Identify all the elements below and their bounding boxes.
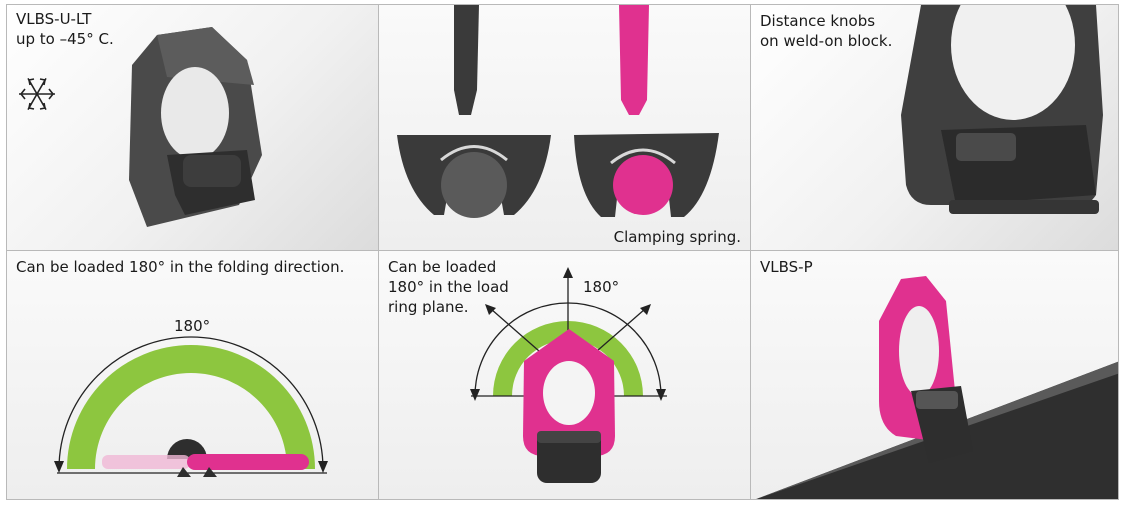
panel-caption: VLBS-P: [760, 258, 813, 276]
distance-knobs-product-image: [901, 5, 1103, 214]
load-ring-plane-diagram: [470, 267, 667, 483]
panel-load-ring-plane: Can be loaded 180° in the load ring plan…: [379, 251, 751, 499]
panel-caption: Clamping spring.: [613, 228, 741, 246]
panel-folding-direction: Can be loaded 180° in the folding direct…: [7, 251, 379, 499]
panel-vlbs-u-lt: VLBS-U-LT up to –45° C.: [7, 5, 379, 251]
vlbs-u-lt-product-image: [129, 27, 262, 227]
panel-clamping-spring: Clamping spring.: [379, 5, 751, 251]
folding-direction-diagram: [54, 336, 328, 477]
product-feature-grid: VLBS-U-LT up to –45° C.: [6, 4, 1119, 500]
panel-distance-knobs: Distance knobs on weld-on block.: [751, 5, 1118, 251]
clamping-spring-image: [397, 5, 719, 218]
panel-vlbs-p: VLBS-P: [751, 251, 1118, 499]
panel-caption: Can be loaded 180° in the folding direct…: [16, 258, 345, 276]
angle-label: 180°: [174, 317, 211, 335]
panel-caption: VLBS-U-LT up to –45° C.: [16, 10, 114, 48]
panel-caption: Distance knobs on weld-on block.: [760, 12, 893, 50]
panel-caption: Can be loaded 180° in the load ring plan…: [388, 258, 509, 316]
angle-label: 180°: [583, 278, 620, 296]
vlbs-p-product-image: [756, 276, 1118, 499]
snowflake-icon: [19, 78, 55, 110]
